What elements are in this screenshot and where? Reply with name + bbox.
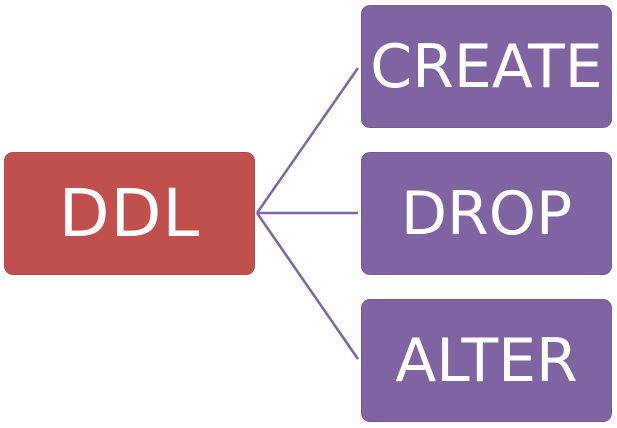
drop-node-label: DROP (400, 178, 573, 249)
alter-node-label: ALTER (395, 325, 578, 396)
connector-to-alter (255, 212, 360, 360)
create-node-label: CREATE (370, 31, 603, 102)
create-node: CREATE (361, 5, 612, 128)
ddl-node-label: DDL (58, 174, 201, 252)
drop-node: DROP (361, 152, 612, 275)
alter-node: ALTER (361, 299, 612, 422)
ddl-node: DDL (4, 152, 255, 275)
connector-to-create (255, 67, 360, 214)
